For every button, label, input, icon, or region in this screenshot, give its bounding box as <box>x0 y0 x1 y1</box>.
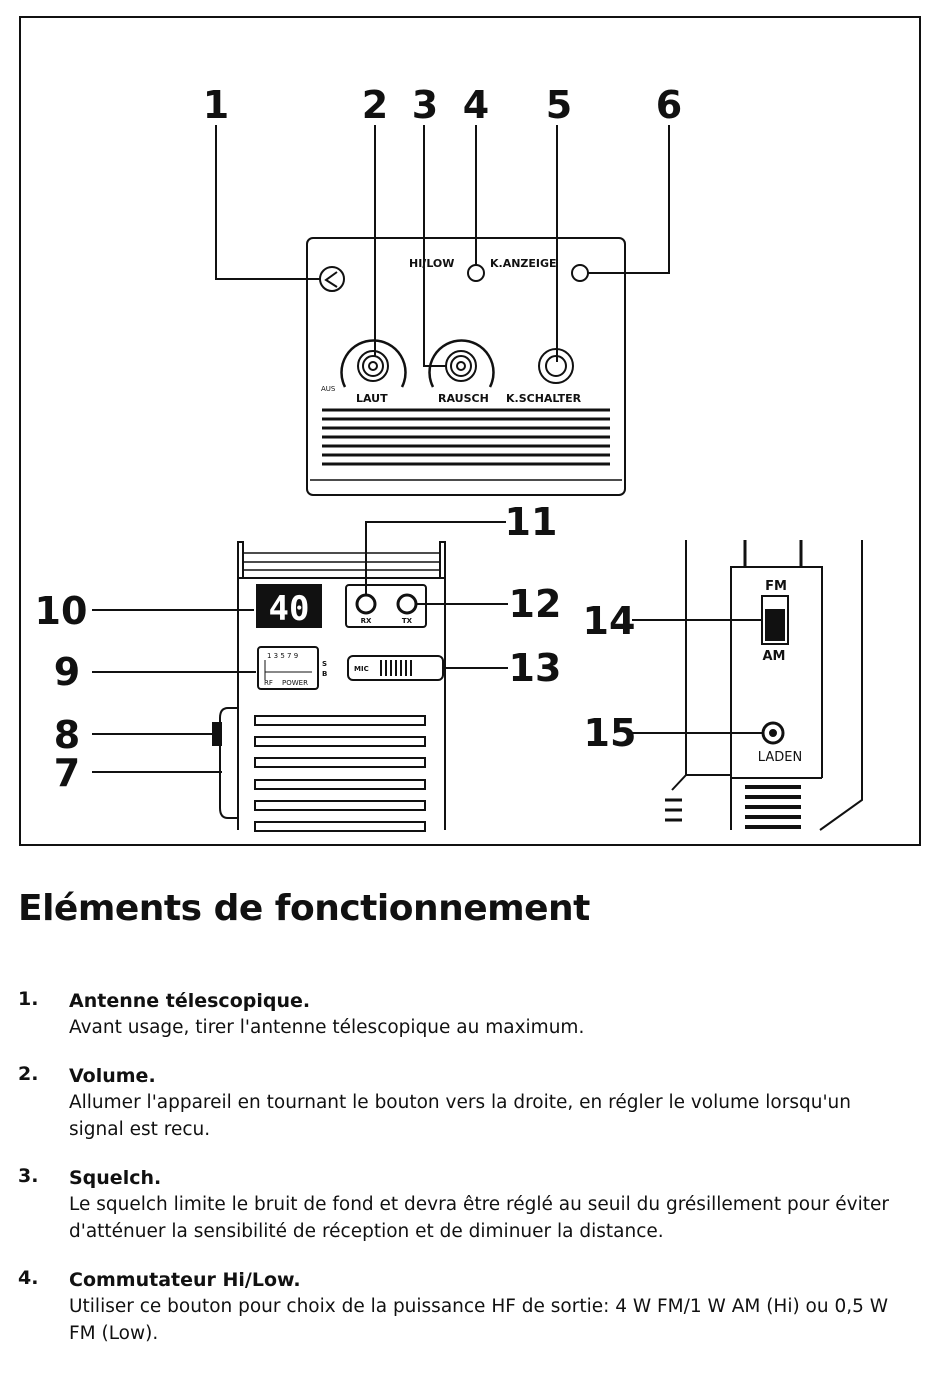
elements-list: 1. Antenne télescopique. Avant usage, ti… <box>18 988 908 1369</box>
list-item: 2. Volume. Allumer l'appareil en tournan… <box>18 1063 908 1143</box>
top-control-panel <box>306 237 626 496</box>
item-description: Utiliser ce bouton pour choix de la puis… <box>69 1296 889 1344</box>
speaker-grille <box>322 408 610 466</box>
callout-2: 2 <box>362 83 388 127</box>
item-title: Commutateur Hi/Low. <box>69 1269 301 1291</box>
callout-6: 6 <box>656 83 682 127</box>
item-description: Avant usage, tirer l'antenne télescopiqu… <box>69 1017 585 1038</box>
meter-b: B <box>322 670 327 678</box>
side-clip <box>665 798 682 822</box>
label-hi-low: HI/LOW <box>409 257 454 270</box>
callout-3: 3 <box>412 83 438 127</box>
squelch-knob-icon <box>428 339 495 388</box>
side-leader-lines <box>632 619 762 734</box>
item-number: 2. <box>18 1063 39 1085</box>
charge-socket-icon <box>761 721 785 745</box>
side-dial <box>219 707 238 819</box>
callout-15: 15 <box>584 711 637 755</box>
callout-11: 11 <box>505 500 558 544</box>
label-laut: LAUT <box>356 392 388 405</box>
item-title: Antenne télescopique. <box>69 990 311 1012</box>
top-leader-lines <box>215 125 670 367</box>
item-description: Le squelch limite le bruit de fond et de… <box>69 1194 889 1242</box>
meter-power: POWER <box>282 679 308 687</box>
label-rausch: RAUSCH <box>438 392 489 405</box>
label-rx: RX <box>361 617 372 625</box>
label-k-schalter: K.SCHALTER <box>506 392 582 405</box>
front-radio-panel <box>212 541 446 832</box>
label-tx: TX <box>402 617 413 625</box>
item-number: 1. <box>18 988 39 1010</box>
callout-10: 10 <box>35 589 88 633</box>
callout-13: 13 <box>509 646 562 690</box>
item-description: Allumer l'appareil en tournant le bouton… <box>69 1092 851 1140</box>
side-radio-panel <box>665 540 863 831</box>
diagram-frame <box>19 16 921 846</box>
callout-7: 7 <box>54 751 80 795</box>
operating-elements-diagram: HI/LOW K.ANZEIGE AUS LAUT RAUSCH K.SCHAL… <box>19 16 921 846</box>
callout-9: 9 <box>54 650 80 694</box>
list-item: 1. Antenne télescopique. Avant usage, ti… <box>18 988 908 1041</box>
channel-display <box>256 584 322 628</box>
antenna-socket-icon <box>319 266 345 292</box>
callout-4: 4 <box>463 83 489 127</box>
callout-1: 1 <box>203 83 229 127</box>
display-digits: 40 <box>269 589 310 629</box>
microphone-grille <box>347 655 444 681</box>
side-button-icon <box>212 722 222 746</box>
channel-indicator-icon <box>571 264 589 282</box>
list-item: 4. Commutateur Hi/Low. Utiliser ce bouto… <box>18 1267 908 1347</box>
meter-s: S <box>322 660 327 668</box>
signal-meter <box>257 646 319 690</box>
mic-slots <box>380 660 412 676</box>
front-leader-lines <box>92 521 508 773</box>
coil-spring <box>745 785 801 829</box>
label-am: AM <box>763 649 786 664</box>
label-mic: MIC <box>354 665 369 673</box>
callout-8: 8 <box>54 713 80 757</box>
meter-rf: RF <box>264 679 273 687</box>
list-item: 3. Squelch. Le squelch limite le bruit d… <box>18 1165 908 1245</box>
label-k-anzeige: K.ANZEIGE <box>490 257 557 270</box>
volume-knob-icon <box>340 339 407 388</box>
rx-led-icon <box>355 593 377 615</box>
meter-scale: 1 3 5 7 9 <box>267 652 298 660</box>
tx-led-icon <box>396 593 418 615</box>
item-title: Volume. <box>69 1065 156 1087</box>
front-grille <box>254 715 426 832</box>
item-number: 4. <box>18 1267 39 1289</box>
item-title: Squelch. <box>69 1167 162 1189</box>
callout-14: 14 <box>583 599 636 643</box>
label-fm: FM <box>765 579 787 594</box>
callout-5: 5 <box>546 83 572 127</box>
hi-low-switch-icon <box>467 264 485 282</box>
item-number: 3. <box>18 1165 39 1187</box>
section-heading: Eléments de fonctionnement <box>18 888 590 929</box>
label-laden: LADEN <box>758 750 802 765</box>
label-aus: AUS <box>321 385 336 393</box>
callout-12: 12 <box>509 582 562 626</box>
